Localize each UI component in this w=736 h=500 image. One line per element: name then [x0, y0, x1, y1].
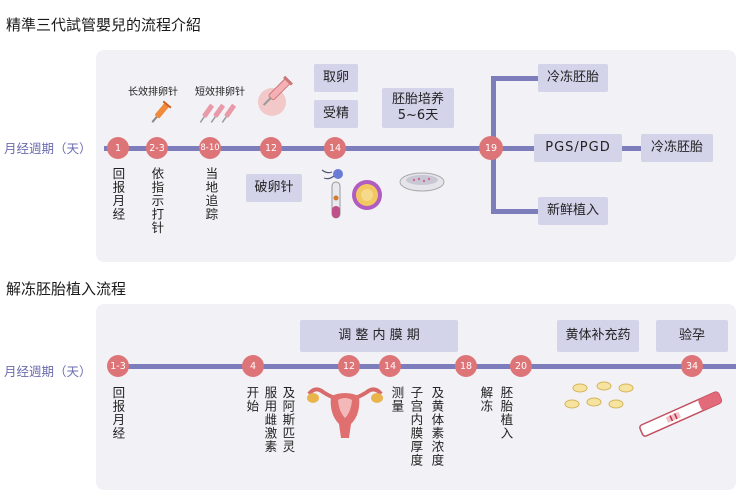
vertical-text: 测量 — [389, 386, 405, 413]
section1-panel — [96, 50, 736, 262]
syringe-icon — [151, 100, 172, 123]
vertical-text: 服用雌激素 — [262, 386, 278, 454]
culture-box: 胚胎培养 5~6天 — [382, 88, 454, 128]
progesterone-box: 黄体补充药 — [557, 320, 639, 352]
trigger-box: 破卵针 — [246, 174, 302, 202]
vertical-text: 回报月经 — [110, 167, 126, 221]
section2-node: 18 — [455, 355, 477, 377]
section2-timeline — [116, 364, 736, 369]
pgs-box: PGS/PGD — [534, 134, 622, 162]
pills-icon — [564, 381, 634, 409]
branch-mid-line — [494, 146, 538, 151]
long-drug-label: 长效排卵针 — [128, 87, 178, 98]
fertilize-box: 受精 — [314, 100, 358, 128]
petri-dish-icon — [399, 172, 445, 192]
section1-node: 8-10 — [199, 137, 221, 159]
trigger-syringe-icon — [258, 75, 293, 116]
fresh-transfer-box: 新鲜植入 — [538, 197, 608, 225]
short-drug-label: 短效排卵针 — [195, 87, 245, 98]
pregnancy-test-box: 验孕 — [656, 320, 728, 352]
section1-timeline — [104, 146, 498, 151]
branch-bottom-line — [491, 209, 539, 214]
vertical-text: 回报月经 — [110, 386, 126, 440]
section1-axis-label: 月经週期（天） — [4, 141, 92, 156]
section1-node: 14 — [324, 137, 346, 159]
section1-node: 12 — [260, 137, 282, 159]
section2-node: 12 — [338, 355, 360, 377]
test-tube-icon — [331, 181, 341, 219]
section1-title: 精準三代試管嬰兒的流程介紹 — [6, 16, 202, 34]
section1-node: 2-3 — [146, 137, 168, 159]
vertical-text: 子宫内膜厚度 — [408, 386, 424, 467]
freeze-top-box: 冷冻胚胎 — [538, 64, 608, 92]
pregnancy-test-icon — [639, 391, 723, 437]
section2-node: 20 — [510, 355, 532, 377]
retrieve-egg-box: 取卵 — [314, 64, 358, 92]
vertical-text: 胚胎植入 — [498, 386, 514, 440]
branch-mid-line-2 — [622, 146, 642, 151]
section2-node: 34 — [681, 355, 703, 377]
section2-axis-label: 月经週期（天） — [4, 364, 92, 379]
vertical-text: 依指示打针 — [149, 167, 165, 235]
uterus-icon — [307, 387, 383, 438]
section1-node: 1 — [107, 137, 129, 159]
section2-node: 4 — [242, 355, 264, 377]
freeze-mid-box: 冷冻胚胎 — [641, 134, 713, 162]
vertical-text: 及黄体素浓度 — [429, 386, 445, 467]
section2-title: 解冻胚胎植入流程 — [6, 280, 127, 298]
vertical-text: 解冻 — [478, 386, 494, 413]
branch-top-line — [491, 76, 539, 81]
vertical-text: 当地追踪 — [203, 167, 219, 221]
section2-node: 14 — [379, 355, 401, 377]
sperm-egg-icon — [321, 169, 343, 180]
adjust-endometrium-box: 调 整 内 膜 期 — [300, 320, 458, 352]
vertical-text: 及阿斯匹灵 — [280, 386, 296, 454]
vertical-text: 开始 — [244, 386, 260, 413]
section1-node: 19 — [479, 136, 503, 160]
section2-node: 1-3 — [107, 355, 129, 377]
syringes-icon — [199, 104, 236, 123]
egg-cell-icon — [352, 180, 382, 210]
